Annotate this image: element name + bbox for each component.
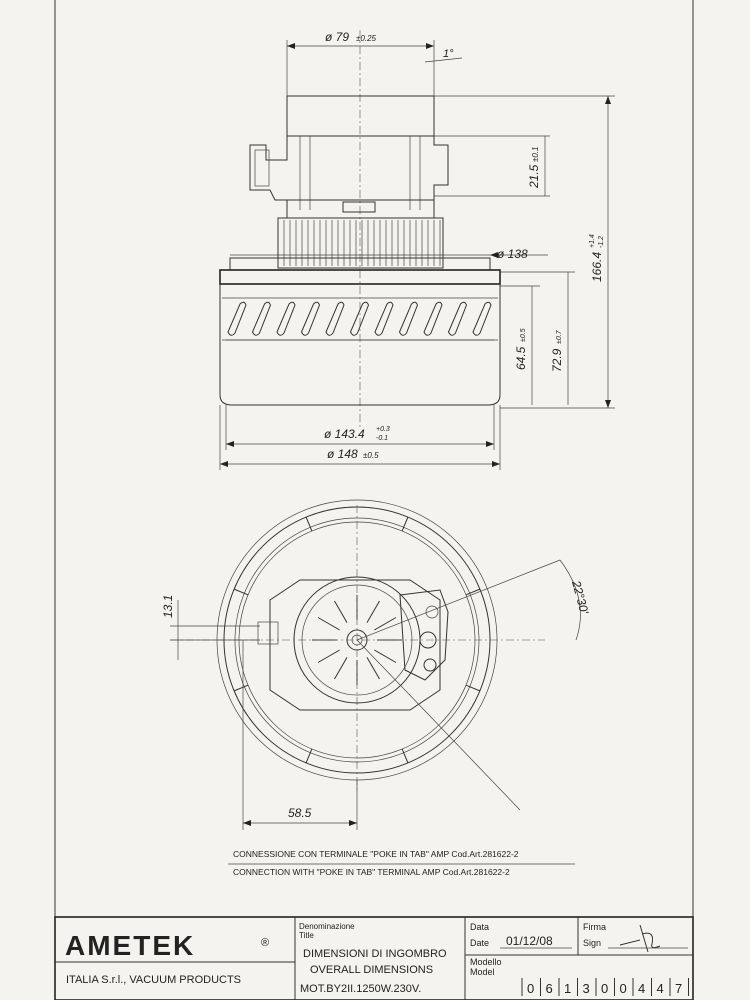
sign-label-it: Firma (583, 922, 606, 932)
fan-slot (300, 301, 321, 336)
sign-label-en: Sign (583, 938, 601, 948)
top-view (170, 499, 561, 811)
overall-height-tol-lower: -1.2 (598, 236, 605, 248)
dim-fan-height: 64.5 ±0.5 (500, 285, 540, 405)
fan-slot (374, 301, 394, 336)
fan-spoke (334, 657, 348, 680)
model-digit: 4 (638, 981, 645, 996)
fan-height-tol: ±0.5 (520, 328, 527, 342)
dim-top-diameter: ø 79 ±0.25 1° (286, 30, 463, 96)
fan-total-height-label: 72.9 (550, 348, 564, 372)
terminal-height-label: 21.5 (527, 164, 541, 189)
model-digit: 7 (675, 981, 682, 996)
housing-rib (233, 588, 249, 596)
angle-label: 1° (443, 48, 454, 60)
registered-mark: ® (261, 937, 269, 949)
fan-spoke (334, 600, 348, 623)
overall-height-tol-upper: +1.4 (589, 234, 596, 248)
fan-spoke (317, 617, 340, 631)
dim-fan-total-height: 72.9 ±0.7 (500, 271, 575, 405)
date-value: 01/12/08 (506, 934, 553, 948)
fan-spoke (317, 649, 340, 663)
offset-vertical-label: 13.1 (161, 595, 175, 618)
outer-diameter-tol: ±0.5 (363, 451, 379, 460)
date-label-it: Data (470, 922, 489, 932)
denomination-label-it: Denominazione (299, 922, 355, 931)
signature-mark (619, 924, 661, 953)
fan-slot (398, 301, 419, 336)
fan-spoke (366, 600, 380, 623)
fan-slot (325, 301, 345, 336)
title-en: OVERALL DIMENSIONS (310, 964, 433, 976)
overall-height-label: 166.4 (590, 252, 604, 282)
fan-slot (423, 301, 443, 336)
housing-rib (401, 748, 409, 764)
dim-flange-diameter: ø 138 (230, 247, 548, 261)
fan-diameter-tol-lower: -0.1 (376, 435, 388, 442)
terminal-height-tol: ±0.1 (531, 146, 540, 162)
housing-rib (305, 516, 313, 532)
company-name: ITALIA S.r.l., VACUUM PRODUCTS (66, 974, 241, 986)
winding-lines (283, 220, 441, 266)
fan-total-height-tol: ±0.7 (556, 329, 563, 344)
dim-offset-vertical: 13.1 (161, 595, 260, 660)
fan-height-label: 64.5 (514, 346, 528, 370)
fan-spoke (374, 617, 397, 631)
fan-diameter-tol-upper: +0.3 (376, 426, 390, 433)
fan-slot (349, 301, 370, 336)
date-label-en: Date (470, 938, 489, 948)
connection-note-it: CONNESSIONE CON TERMINALE "POKE IN TAB" … (233, 849, 519, 859)
dim-angle-terminal: 22°30' (559, 559, 592, 641)
title-model: MOT.BY2II.1250W.230V. (300, 983, 421, 995)
model-digit: 1 (564, 981, 571, 996)
title-it: DIMENSIONI DI INGOMBRO (303, 948, 447, 960)
fan-slot (227, 301, 247, 336)
dim-overall-height: 166.4 +1.4 -1.2 (434, 95, 615, 409)
housing-rib (465, 588, 481, 596)
housing-rib (465, 684, 481, 692)
side-view (219, 30, 501, 430)
model-label-it: Modello (470, 957, 502, 967)
model-digit: 0 (601, 981, 608, 996)
model-digit: 0 (620, 981, 627, 996)
housing-rib (305, 748, 313, 764)
model-label-en: Model (470, 967, 495, 977)
title-block: AMETEK ® ITALIA S.r.l., VACUUM PRODUCTS … (54, 916, 694, 1000)
housing-ribs (233, 516, 481, 764)
fan-slot (276, 301, 296, 336)
fan-spoke (366, 657, 380, 680)
model-digit: 0 (527, 981, 534, 996)
ametek-logo: AMETEK (65, 930, 195, 961)
fan-slot (472, 301, 492, 336)
fan-slot (251, 301, 272, 336)
fan-spoke (374, 649, 397, 663)
fan-slots (227, 301, 492, 336)
angle-terminal-label: 22°30' (569, 578, 592, 616)
offset-horizontal-label: 58.5 (288, 806, 312, 820)
model-digit: 4 (657, 981, 664, 996)
housing-rib (233, 684, 249, 692)
top-diameter-label: ø 79 (325, 30, 349, 44)
model-digit: 6 (546, 981, 553, 996)
fan-diameter-label: ø 143.4 (324, 427, 365, 441)
connection-note-en: CONNECTION WITH "POKE IN TAB" TERMINAL A… (233, 867, 510, 877)
dim-outer-diameter: ø 148 ±0.5 (219, 405, 501, 470)
model-digit: 3 (583, 981, 590, 996)
fan-slot (447, 301, 468, 336)
housing-rib (401, 516, 409, 532)
dim-offset-horizontal: 58.5 (242, 640, 358, 830)
denomination-label-en: Title (299, 931, 314, 940)
outer-diameter-label: ø 148 (327, 447, 358, 461)
dim-terminal-height: 21.5 ±0.1 (434, 135, 550, 197)
dim-fan-diameter: ø 143.4 +0.3 -0.1 (225, 405, 495, 450)
top-diameter-tol: ±0.25 (356, 34, 377, 43)
flange-diameter-label: ø 138 (497, 247, 528, 261)
